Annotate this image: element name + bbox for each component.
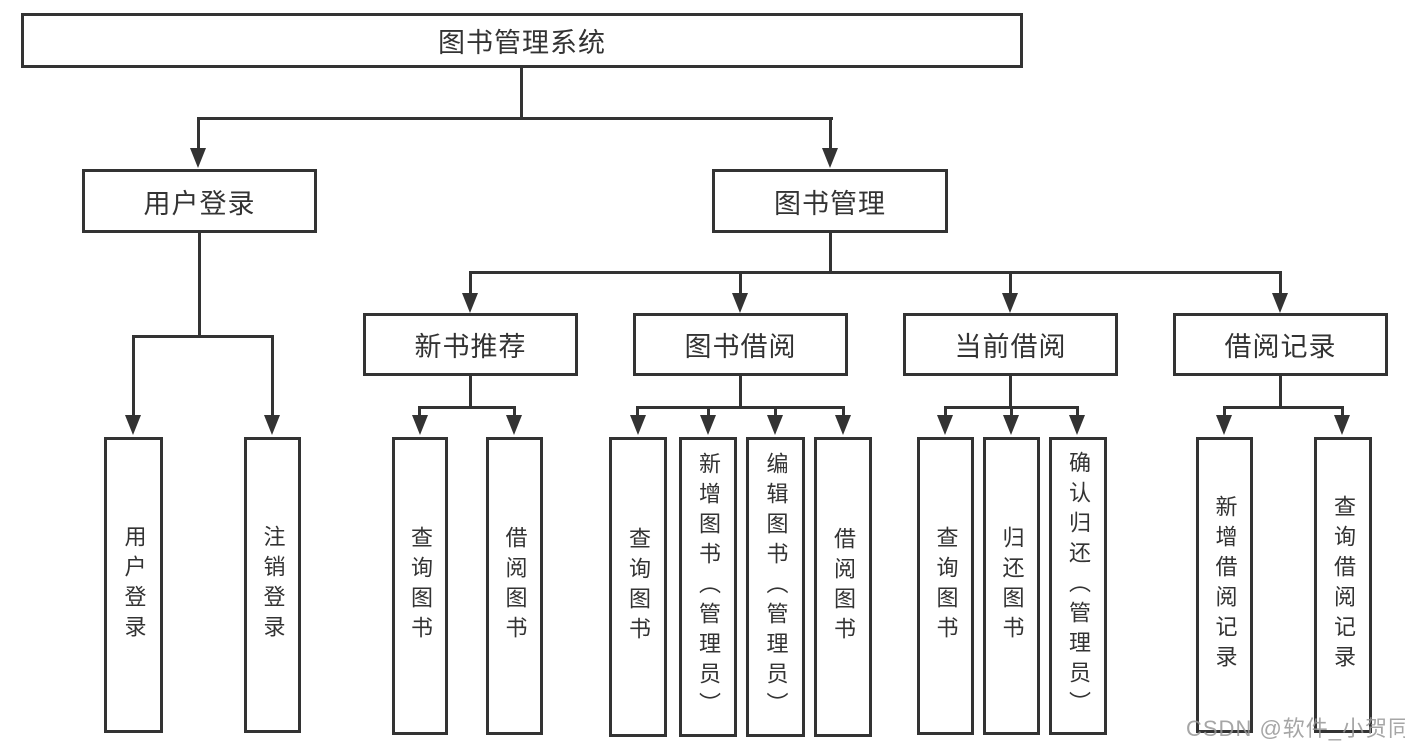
node-label: 借阅图书 — [831, 527, 856, 647]
arrowhead-down-icon — [1272, 293, 1288, 313]
node-label: 图书管理 — [774, 188, 886, 219]
connector-line — [842, 406, 845, 418]
connector-line — [1341, 406, 1344, 418]
connector-line — [944, 406, 947, 418]
leaf-add-books-admin: 新增图书（管理员） — [679, 437, 737, 737]
arrowhead-down-icon — [190, 148, 206, 168]
arrowhead-down-icon — [1069, 415, 1085, 435]
node-book-borrowing: 图书借阅 — [633, 313, 848, 376]
arrowhead-down-icon — [1334, 415, 1350, 435]
leaf-edit-books-admin: 编辑图书（管理员） — [746, 437, 805, 737]
connector-line — [829, 117, 832, 151]
leaf-add-borrow-record: 新增借阅记录 — [1196, 437, 1253, 733]
leaf-query-books-borrowing: 查询图书 — [609, 437, 667, 737]
connector-line — [1009, 376, 1012, 406]
node-label: 确认归还（管理员） — [1066, 451, 1091, 721]
connector-line — [707, 406, 710, 418]
leaf-query-books-current: 查询图书 — [917, 437, 974, 735]
arrowhead-down-icon — [506, 415, 522, 435]
node-label: 查询借阅记录 — [1331, 495, 1356, 675]
arrowhead-down-icon — [1216, 415, 1232, 435]
connector-line — [1223, 406, 1226, 418]
arrowhead-down-icon — [125, 415, 141, 435]
leaf-return-books: 归还图书 — [983, 437, 1040, 735]
leaf-borrow-books-recommend: 借阅图书 — [486, 437, 543, 735]
arrowhead-down-icon — [412, 415, 428, 435]
arrowhead-down-icon — [732, 293, 748, 313]
connector-line — [636, 406, 844, 409]
leaf-confirm-return-admin: 确认归还（管理员） — [1049, 437, 1107, 735]
connector-line — [469, 376, 472, 406]
connector-line — [513, 406, 516, 418]
arrowhead-down-icon — [264, 415, 280, 435]
arrowhead-down-icon — [822, 148, 838, 168]
node-label: 图书管理系统 — [438, 28, 606, 58]
connector-line — [1223, 406, 1344, 409]
connector-line — [829, 233, 832, 271]
connector-line — [1076, 406, 1079, 418]
csdn-watermark: CSDN @软件_小贺同学 — [1186, 716, 1405, 741]
node-current-borrowing: 当前借阅 — [903, 313, 1118, 376]
arrowhead-down-icon — [835, 415, 851, 435]
node-label: 查询图书 — [408, 526, 433, 646]
connector-line — [132, 335, 274, 338]
node-label: 查询图书 — [933, 526, 959, 646]
node-borrowing-records: 借阅记录 — [1173, 313, 1388, 376]
node-label: 用户登录 — [143, 188, 256, 219]
node-label: 归还图书 — [999, 526, 1025, 646]
connector-line — [774, 406, 777, 418]
node-label: 新增图书（管理员） — [696, 452, 721, 722]
connector-line — [1010, 406, 1013, 418]
connector-line — [132, 335, 135, 417]
node-label: 借阅图书 — [502, 526, 528, 646]
leaf-user-login: 用户登录 — [104, 437, 163, 733]
leaf-logout: 注销登录 — [244, 437, 301, 733]
connector-line — [636, 406, 639, 418]
connector-line — [418, 406, 421, 418]
node-label: 新书推荐 — [414, 332, 527, 362]
node-label: 新增借阅记录 — [1212, 495, 1238, 675]
leaf-query-books-recommend: 查询图书 — [392, 437, 448, 735]
node-user-login: 用户登录 — [82, 169, 317, 233]
node-label: 编辑图书（管理员） — [763, 452, 789, 722]
connector-line — [198, 233, 201, 335]
arrowhead-down-icon — [1002, 293, 1018, 313]
connector-line — [520, 68, 523, 117]
connector-line — [739, 376, 742, 406]
arrowhead-down-icon — [937, 415, 953, 435]
leaf-query-borrow-record: 查询借阅记录 — [1314, 437, 1372, 733]
connector-line — [419, 406, 515, 409]
connector-line — [469, 271, 1281, 274]
node-library-management-system: 图书管理系统 — [21, 13, 1023, 68]
node-label: 图书借阅 — [684, 332, 797, 362]
connector-line — [197, 117, 833, 120]
node-book-management: 图书管理 — [712, 169, 948, 233]
arrowhead-down-icon — [700, 415, 716, 435]
node-label: 注销登录 — [260, 525, 286, 645]
node-label: 当前借阅 — [954, 332, 1067, 362]
arrowhead-down-icon — [1003, 415, 1019, 435]
node-label: 用户登录 — [121, 525, 147, 645]
connector-line — [197, 117, 200, 151]
arrowhead-down-icon — [630, 415, 646, 435]
connector-line — [271, 335, 274, 417]
connector-line — [1279, 376, 1282, 406]
node-label: 查询图书 — [626, 527, 651, 647]
node-label: 借阅记录 — [1224, 332, 1337, 362]
connector-line — [469, 271, 472, 295]
arrowhead-down-icon — [462, 293, 478, 313]
node-new-book-recommendation: 新书推荐 — [363, 313, 578, 376]
leaf-borrow-books: 借阅图书 — [814, 437, 872, 737]
connector-line — [1009, 271, 1012, 295]
arrowhead-down-icon — [767, 415, 783, 435]
connector-line — [739, 271, 742, 295]
connector-line — [1279, 271, 1282, 295]
